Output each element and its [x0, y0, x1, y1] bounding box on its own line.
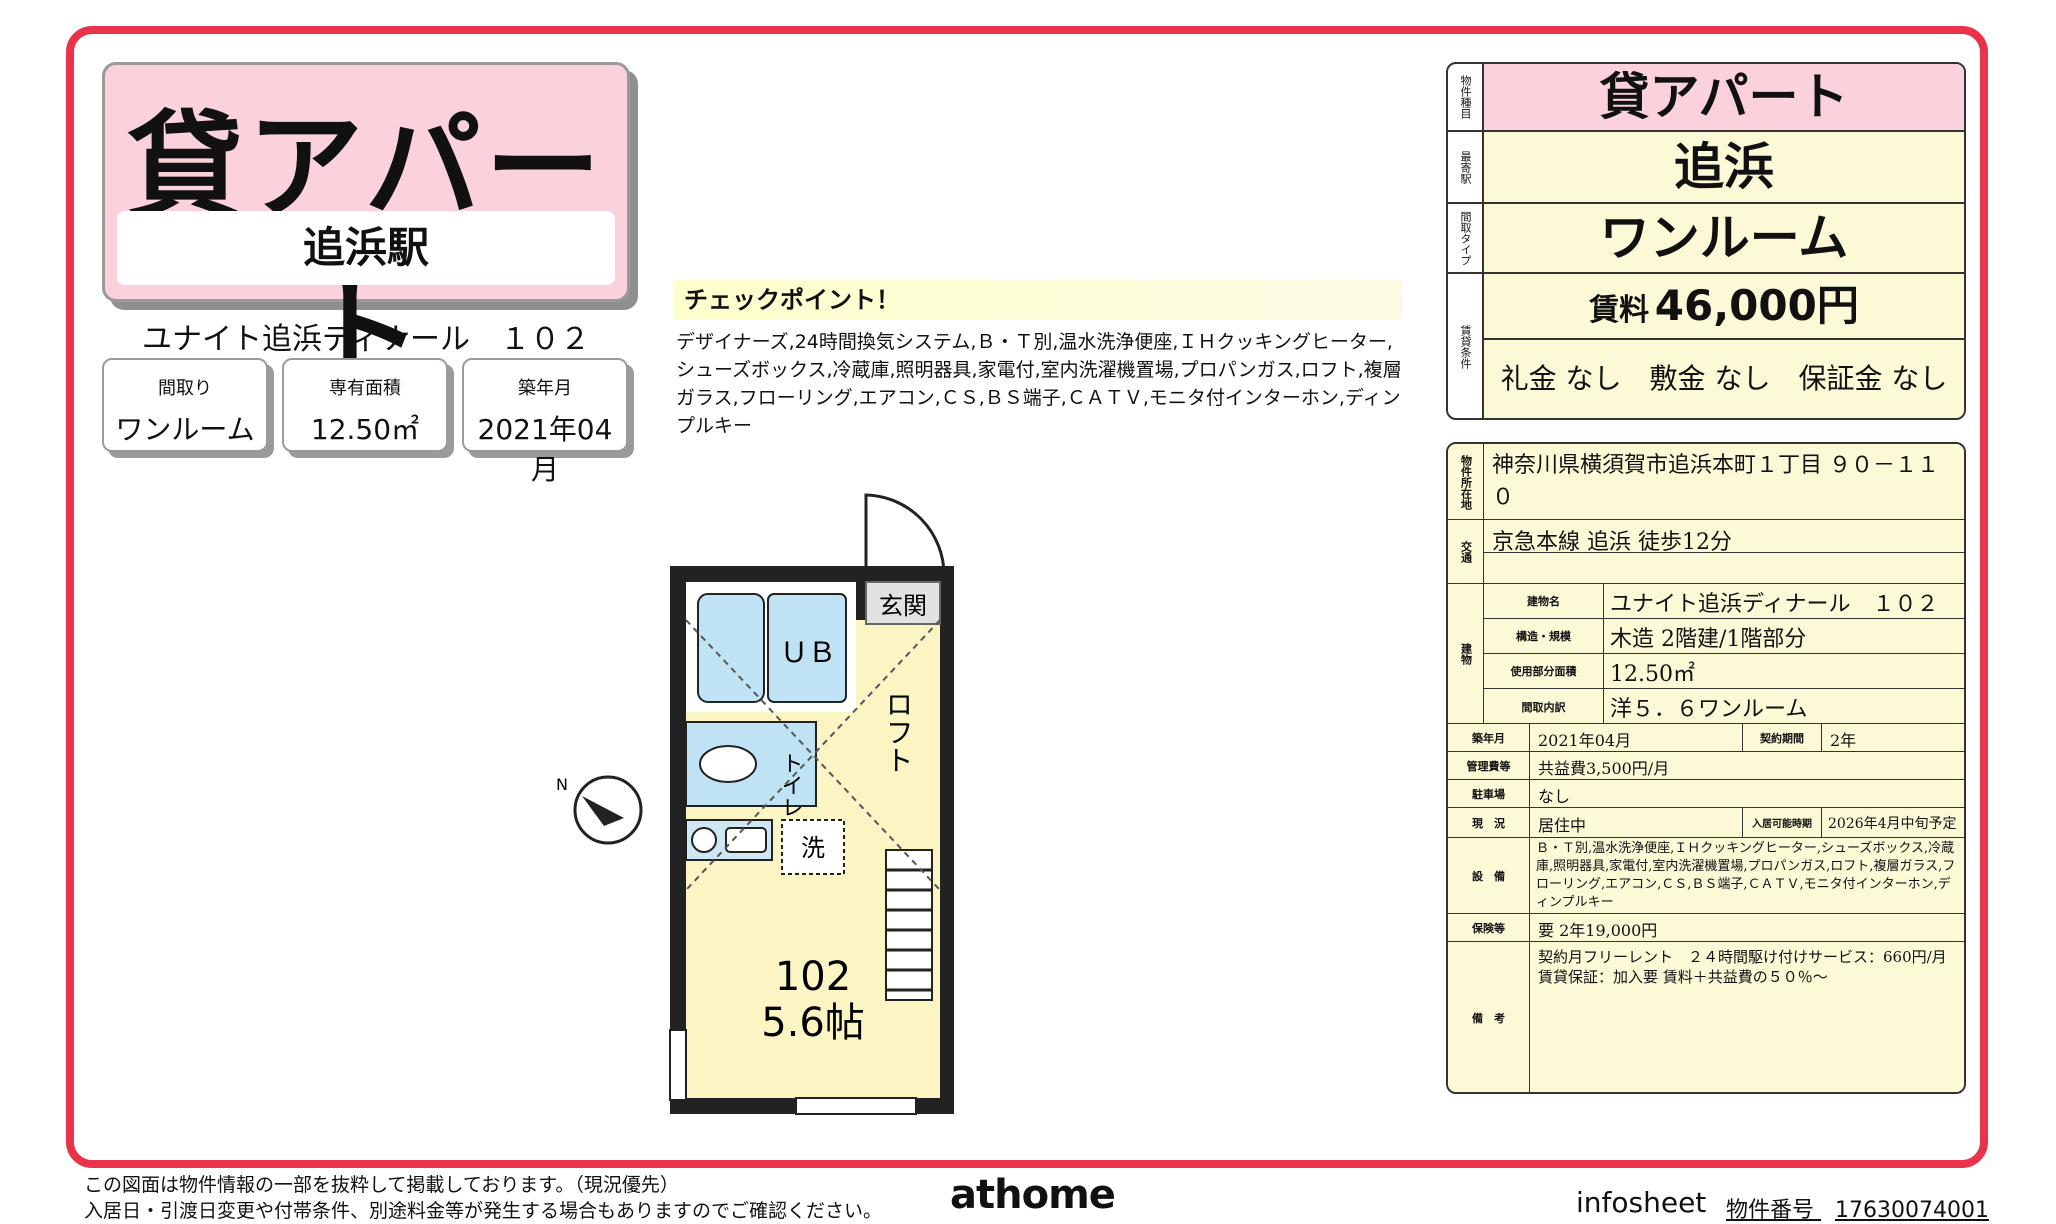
location-label: 物件所在地 — [1448, 444, 1484, 520]
infosheet-label: infosheet — [1576, 1186, 1707, 1219]
athome-logo: athome — [950, 1172, 1116, 1218]
listing-type-box: 貸アパート 追浜駅 — [102, 62, 630, 403]
contract-value: 2年 — [1830, 731, 1857, 750]
insurance-label: 保険等 — [1448, 914, 1530, 941]
page-frame — [66, 26, 1988, 1168]
built-label: 築年月 — [1448, 724, 1530, 751]
spec-built-value: 2021年04月 — [477, 413, 613, 486]
rent-row: 賃料 46,000円 — [1484, 274, 1964, 340]
rent-label: 賃料 — [1589, 293, 1650, 328]
spec-built-label: 築年月 — [518, 378, 572, 399]
entrance-area — [865, 581, 941, 625]
property-number-label: 物件番号 — [1726, 1198, 1815, 1223]
entry-door-icon — [864, 493, 946, 582]
movein-value: 2026年4月中旬予定 — [1828, 816, 1957, 832]
spec-area-label: 専有面積 — [329, 378, 401, 399]
building-label: 建物 — [1448, 584, 1484, 724]
summary-table: 物件種目 貸アパート 最寄駅 追浜 間取タイプ ワンルーム 賃貸条件 賃料 46… — [1446, 62, 1966, 420]
spec-built: 築年月 2021年04月 — [462, 358, 628, 486]
area-label: 使用部分面積 — [1484, 654, 1604, 688]
bname-value: ユナイト追浜ディナール １０２ — [1610, 592, 1939, 617]
footer-line-2: 入居日・引渡日変更や付帯条件、別途料金等が発生する場合もありますのでご確認くださ… — [84, 1200, 883, 1222]
stove-icon — [691, 827, 717, 853]
rooms-label: 間取内訳 — [1484, 689, 1604, 724]
status-value: 居住中 — [1538, 816, 1587, 835]
building-name: ユナイト追浜ディナール １０２ — [142, 322, 590, 357]
bname-label: 建物名 — [1484, 584, 1604, 618]
transport-value: 京急本線 追浜 徒歩12分 — [1492, 530, 1732, 555]
room-number: 102 — [775, 954, 851, 1000]
rooms-value: 洋５．６ワンルーム — [1610, 697, 1808, 722]
checkpoint-text: デザイナーズ,24時間換気システム,Ｂ・Ｔ別,温水洗浄便座,ＩＨクッキングヒータ… — [676, 331, 1402, 437]
structure-label: 構造・規模 — [1484, 619, 1604, 653]
window-bottom — [795, 1097, 917, 1115]
washer-space — [781, 819, 845, 875]
compass-north-label: N — [556, 775, 568, 794]
toilet-icon — [699, 745, 757, 783]
spec-layout-value: ワンルーム — [115, 413, 255, 446]
bath-floor — [767, 593, 847, 703]
bathtub-icon — [697, 593, 765, 703]
remarks-line-2: 賃貸保証：加入要 賃料＋共益費の５０％～ — [1538, 968, 1828, 986]
area-value: 12.50㎡ — [1610, 662, 1695, 687]
station-label: 追浜駅 — [117, 211, 615, 285]
deposits: 礼金 なし 敷金 なし 保証金 なし — [1484, 340, 1964, 418]
structure-value: 木造 2階建/1階部分 — [1610, 627, 1807, 652]
sink-icon — [725, 827, 767, 853]
spec-area: 専有面積 12.50㎡ — [282, 358, 448, 452]
label-station: 最寄駅 — [1448, 132, 1484, 204]
built-value: 2021年04月 — [1538, 731, 1632, 750]
property-number-value: 17630074001 — [1835, 1198, 1989, 1223]
remarks-line-1: 契約月フリーレント ２４時間駆け付けサービス：660円/月 — [1538, 948, 1947, 966]
summary-type: 貸アパート — [1484, 64, 1964, 132]
mgmt-label: 管理費等 — [1448, 752, 1530, 779]
details-table: 物件所在地 神奈川県横須賀市追浜本町１丁目 ９０－１１０ 交通 京急本線 追浜 … — [1446, 442, 1966, 1094]
label-terms: 賃貸条件 — [1448, 274, 1484, 418]
entrance-label: 玄関 — [879, 592, 927, 620]
rent-value: 46,000円 — [1654, 281, 1859, 330]
room-size: 5.6帖 — [761, 1000, 865, 1046]
location-value: 神奈川県横須賀市追浜本町１丁目 ９０－１１０ — [1492, 453, 1939, 510]
footer-disclaimer: この図面は物件情報の一部を抜粋して掲載しております。（現況優先） 入居日・引渡日… — [84, 1172, 882, 1224]
property-number: 物件番号 17630074001 — [1726, 1192, 1989, 1224]
equipment-label: 設 備 — [1448, 838, 1530, 913]
spec-layout: 間取り ワンルーム — [102, 358, 268, 452]
mgmt-value: 共益費3,500円/月 — [1538, 759, 1670, 778]
summary-station: 追浜 — [1484, 132, 1964, 204]
summary-layout: ワンルーム — [1484, 204, 1964, 274]
toilet-label: トイレ — [778, 752, 803, 818]
movein-label: 入居可能時期 — [1742, 808, 1822, 837]
contract-label: 契約期間 — [1742, 724, 1822, 751]
loft-ladder — [885, 849, 933, 1001]
status-label: 現 況 — [1448, 808, 1530, 837]
parking-value: なし — [1538, 787, 1571, 806]
spec-layout-label: 間取り — [158, 378, 212, 399]
compass-icon: N — [556, 775, 643, 845]
label-layout: 間取タイプ — [1448, 204, 1484, 274]
equipment-value: Ｂ・Ｔ別,温水洗浄便座,ＩＨクッキングヒーター,シューズボックス,冷蔵庫,照明器… — [1536, 841, 1956, 910]
laundry-label: 洗 — [801, 834, 825, 862]
checkpoint-title: チェックポイント！ — [674, 280, 1402, 320]
floor-plan: 玄関 ＵＢ トイレ 洗 ロフト 102 5.6帖 — [669, 493, 954, 1115]
spec-area-value: 12.50㎡ — [310, 413, 420, 446]
remarks-label: 備 考 — [1448, 942, 1530, 1092]
label-type: 物件種目 — [1448, 64, 1484, 132]
window-left — [669, 1029, 687, 1101]
footer-line-1: この図面は物件情報の一部を抜粋して掲載しております。（現況優先） — [84, 1174, 679, 1196]
parking-label: 駐車場 — [1448, 780, 1530, 807]
bath-label: ＵＢ — [780, 636, 836, 669]
insurance-value: 要 2年19,000円 — [1538, 921, 1658, 940]
loft-label: ロフト — [882, 690, 915, 774]
transport-label: 交通 — [1448, 520, 1484, 584]
